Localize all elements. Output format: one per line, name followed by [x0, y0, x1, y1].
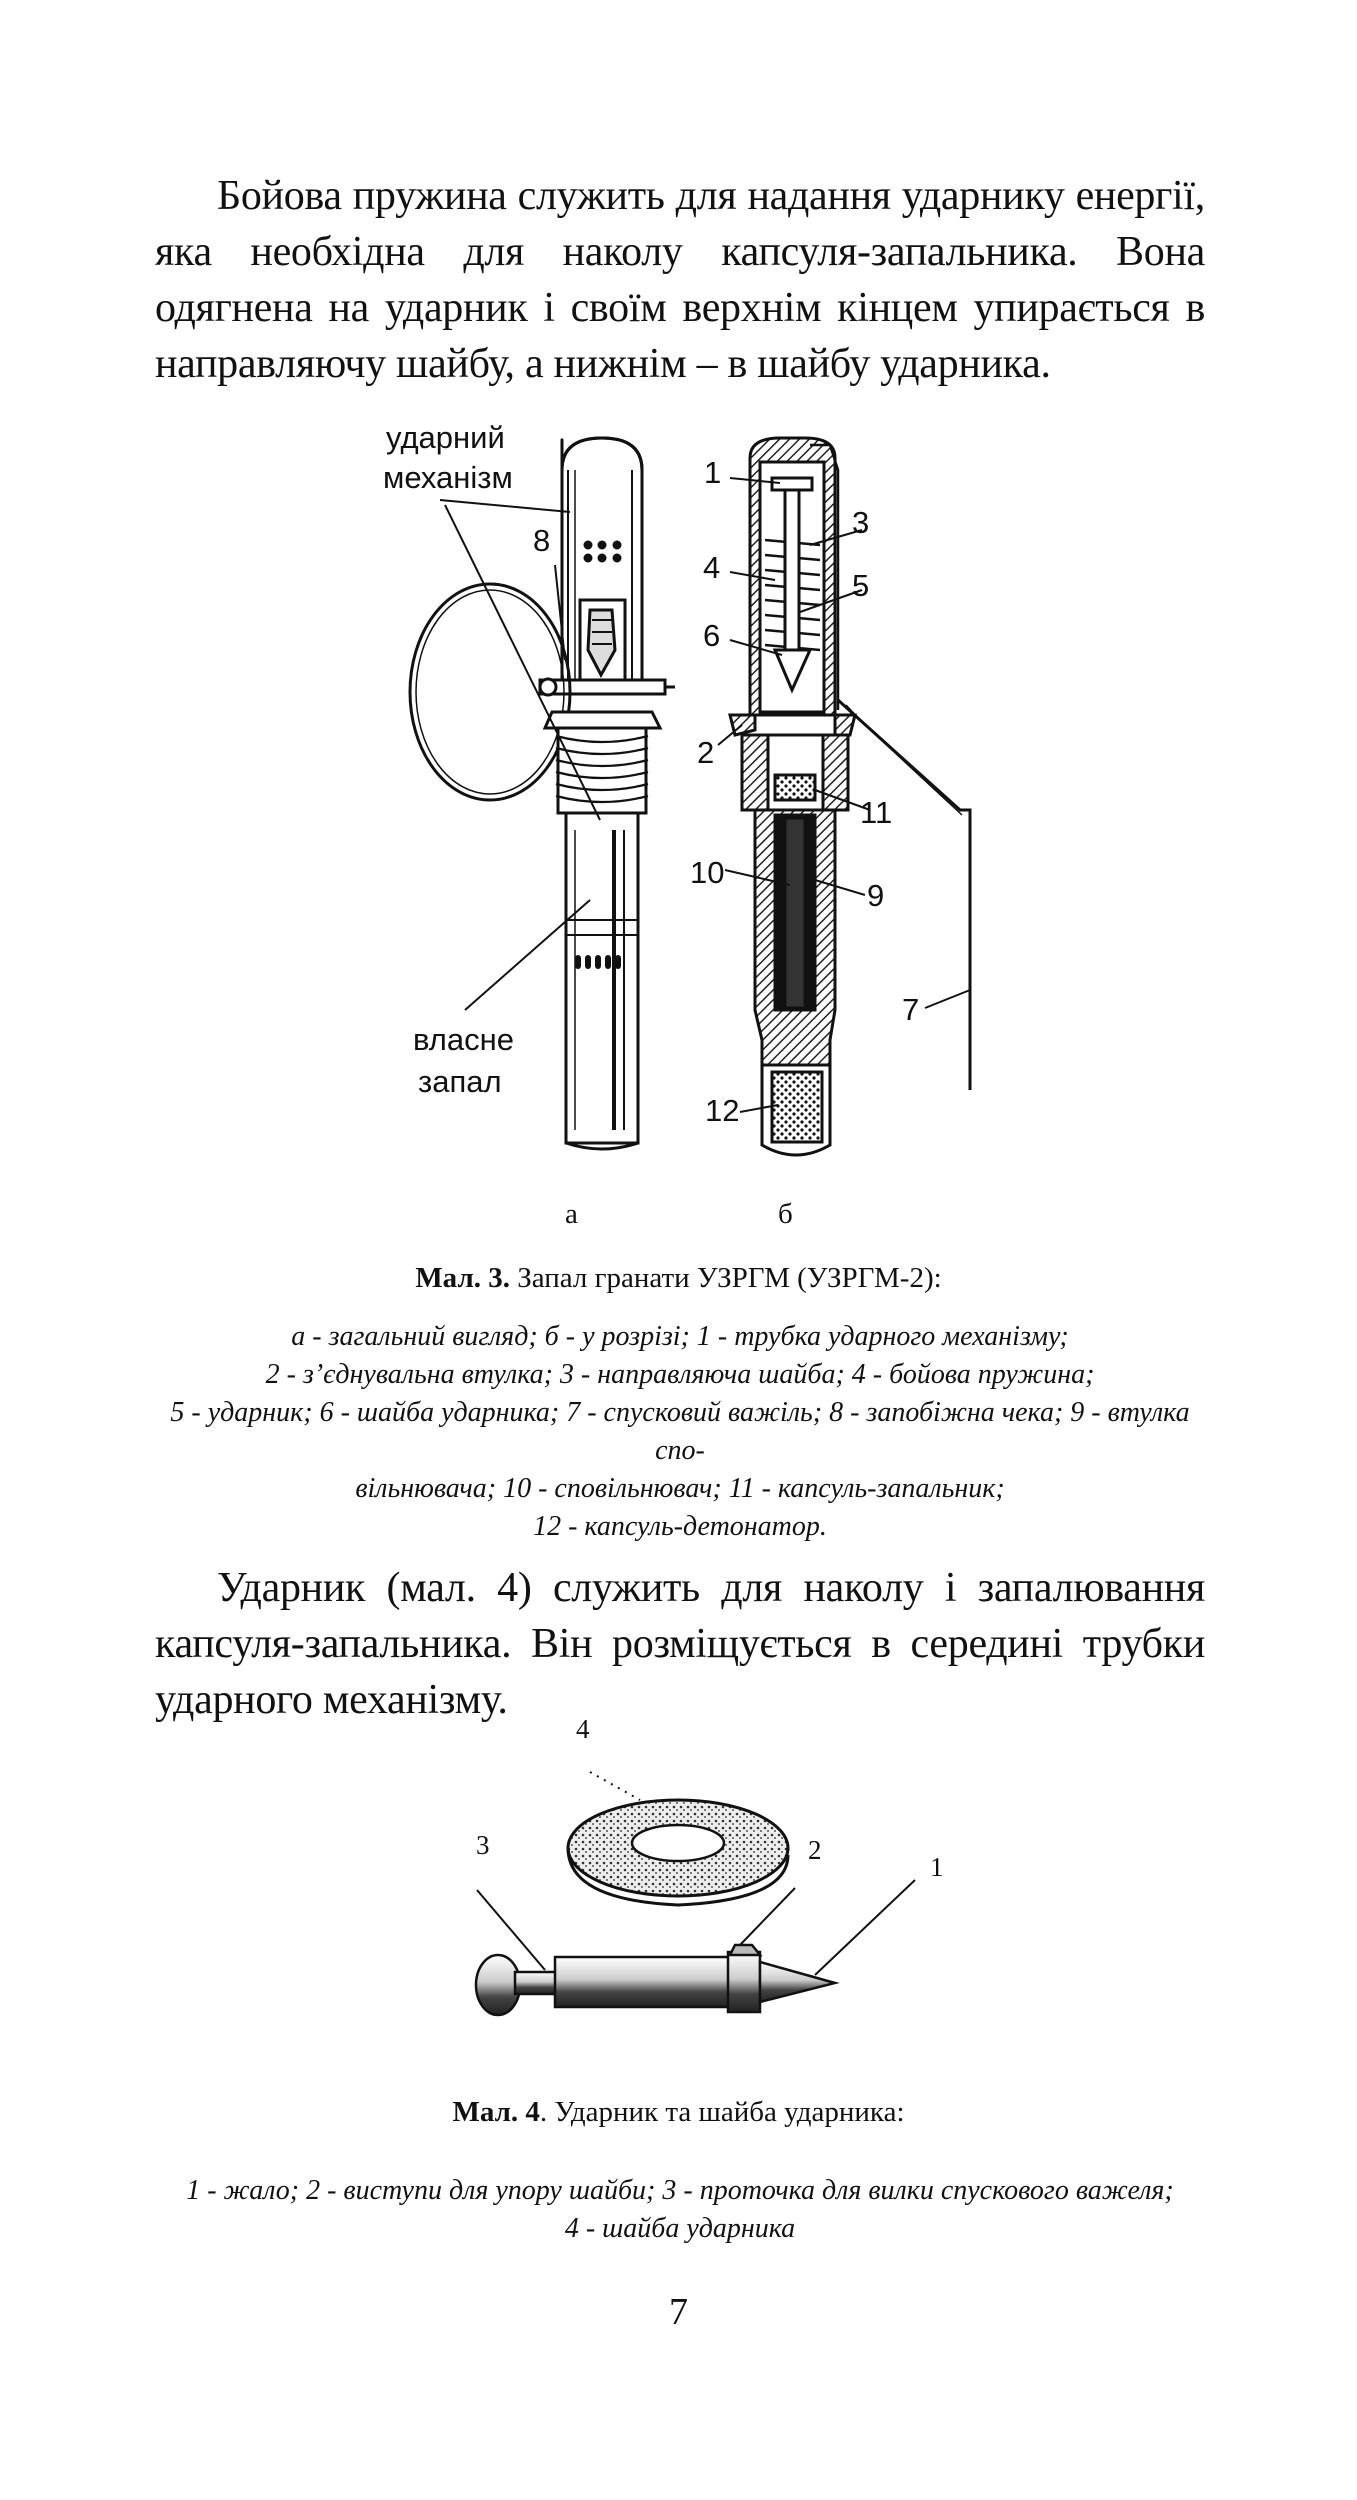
legend-line: 5 - ударник; 6 - шайба ударника; 7 - спу…	[170, 1397, 1190, 1466]
sublabel-b: б	[778, 1198, 793, 1230]
callout-10: 10	[690, 855, 725, 890]
callout-1: 1	[930, 1852, 944, 1882]
callout-11: 11	[860, 795, 893, 830]
legend-line: 12 - капсуль-детонатор.	[533, 1511, 827, 1542]
callout-6: 6	[703, 618, 721, 653]
callout-1: 1	[704, 455, 722, 490]
figure-3-caption: Мал. 3. Запал гранати УЗРГМ (УЗРГМ-2):	[415, 1262, 942, 1294]
callout-4: 4	[576, 1714, 590, 1744]
paragraph-mainspring: Бойова пружина служить для надання ударн…	[155, 173, 1205, 387]
label-mechanism-line2: механізм	[383, 460, 513, 495]
paragraph-striker: Ударник (мал. 4) служить для наколу і за…	[155, 1565, 1205, 1723]
callout-12: 12	[705, 1093, 740, 1128]
callout-3: 3	[852, 505, 870, 540]
callout-2: 2	[808, 1835, 822, 1865]
figure-4-legend: 1 - жало; 2 - виступи для упору шайби; 3…	[150, 2172, 1210, 2248]
callout-5: 5	[852, 568, 870, 603]
label-fuze-line2: запал	[418, 1064, 502, 1099]
callout-2: 2	[697, 735, 715, 770]
legend-line: 1 - жало; 2 - виступи для упору шайби; 3…	[186, 2175, 1174, 2206]
legend-line: а - загальний вигляд; б - у розрізі; 1 -…	[291, 1321, 1069, 1352]
fuze-general-view	[408, 436, 675, 1151]
page-number: 7	[669, 2291, 688, 2333]
figure-3-legend: а - загальний вигляд; б - у розрізі; 1 -…	[150, 1318, 1210, 1546]
sublabel-a: а	[565, 1198, 578, 1230]
label-fuze-line1: власне	[413, 1022, 514, 1057]
callout-7: 7	[902, 992, 920, 1027]
callout-8: 8	[533, 523, 551, 558]
fuze-drawing	[408, 436, 972, 1157]
callout-9: 9	[867, 878, 885, 913]
legend-line: вільнювача; 10 - сповільнювач; 11 - капс…	[355, 1473, 1005, 1504]
callout-4: 4	[703, 550, 721, 585]
callout-3: 3	[476, 1830, 490, 1860]
striker-drawing	[474, 1771, 916, 2017]
washer	[566, 1798, 790, 1907]
legend-line: 4 - шайба ударника	[564, 2213, 796, 2244]
fuze-cross-section	[717, 436, 972, 1157]
striker	[474, 1943, 840, 2017]
figure-3-fuze: ударний механізм власне запал 8 1 3 4 5 …	[383, 420, 972, 1230]
label-mechanism-line1: ударний	[386, 420, 505, 455]
figure-4-striker: 4 3 2 1	[0, 1700, 1357, 2040]
legend-line: 2 - з’єднувальна втулка; 3 - направляюча…	[265, 1359, 1095, 1390]
figure-4-caption: Мал. 4. Ударник та шайба ударника:	[452, 2096, 905, 2128]
leader-lines	[476, 1771, 916, 1976]
